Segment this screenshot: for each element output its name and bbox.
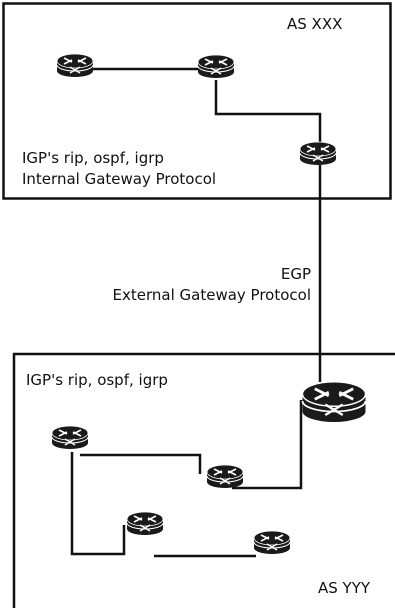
link-top-2-border — [214, 80, 322, 142]
as-yyy-label: AS YYY — [318, 579, 371, 597]
as-xxx-label: AS XXX — [287, 15, 342, 33]
link-bottom-border-r2 — [232, 400, 303, 490]
igp-top-line1: IGP's rip, ospf, igrp — [22, 149, 164, 167]
egp-label-full: External Gateway Protocol — [113, 286, 311, 304]
as-yyy-box — [12, 352, 395, 608]
router-icon — [301, 380, 367, 424]
router-icon — [56, 53, 94, 78]
router-icon — [253, 530, 291, 555]
bottom-router-2 — [206, 464, 244, 489]
igp-top-line2: Internal Gateway Protocol — [22, 170, 216, 188]
bottom-border-router — [301, 380, 367, 424]
router-icon — [197, 54, 235, 79]
top-border-router — [299, 141, 337, 166]
router-icon — [126, 511, 164, 536]
bottom-router-1 — [51, 425, 89, 450]
router-icon — [51, 425, 89, 450]
igp-bottom-line1: IGP's rip, ospf, igrp — [26, 371, 168, 389]
top-router-2 — [197, 54, 235, 79]
egp-label: EGP — [281, 265, 311, 283]
top-router-1 — [56, 53, 94, 78]
link-b1-b2 — [80, 453, 202, 474]
bottom-router-3 — [126, 511, 164, 536]
as-xxx-box — [2, 2, 392, 200]
router-icon — [299, 141, 337, 166]
link-b1-b3 — [70, 452, 126, 556]
bottom-router-4 — [253, 530, 291, 555]
router-icon — [206, 464, 244, 489]
links — [70, 67, 322, 558]
